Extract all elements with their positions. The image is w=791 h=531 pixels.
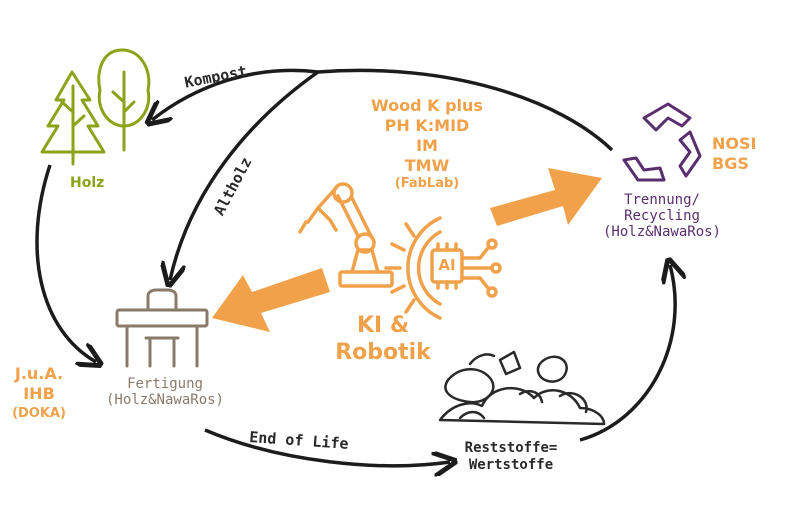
- trennung-line1: Trennung/: [624, 192, 700, 208]
- node-label-holz: Holz: [70, 175, 105, 191]
- waste-pile-icon: [438, 350, 606, 426]
- center-partners: Wood K plus PH K:MID IM TMW (FabLab): [352, 96, 502, 192]
- partner-wood-k-plus: Wood K plus: [371, 96, 483, 115]
- partner-ihb: IHB: [23, 384, 55, 403]
- arrow-kompost: [152, 68, 319, 120]
- orange-arrow-to-fertigung: [212, 268, 330, 332]
- center-label-line2: Robotik: [335, 340, 431, 365]
- recycle-icon: [622, 102, 702, 182]
- partner-jua: J.u.A.: [14, 364, 64, 383]
- node-label-reststoffe: Reststoffe= Wertstoffe: [446, 440, 576, 474]
- robot-arm-icon: [298, 182, 394, 288]
- arrow-reststoffe-to-trennung: [579, 265, 675, 442]
- partner-bgs: BGS: [712, 154, 749, 173]
- fertigung-line1: Fertigung: [127, 376, 203, 392]
- node-label-trennung: Trennung/ Recycling (Holz&NawaRos): [572, 192, 752, 240]
- arrow-trennung-to-top: [317, 68, 614, 152]
- arrow-holz-to-fertigung: [35, 164, 96, 362]
- trennung-line3: (Holz&NawaRos): [602, 224, 721, 240]
- ai-chip-label: AI: [438, 256, 456, 274]
- arrow-altholz: [170, 70, 320, 280]
- ai-gear-icon: [384, 216, 502, 320]
- reststoffe-line1: Reststoffe=: [464, 440, 558, 456]
- trennung-line2: Recycling: [624, 208, 700, 224]
- node-label-fertigung: Fertigung (Holz&NawaRos): [80, 376, 250, 408]
- trennung-partners: NOSI BGS: [712, 134, 756, 174]
- arrow-end-of-life: [204, 428, 450, 466]
- partner-fablab: (FabLab): [394, 176, 460, 191]
- center-label-line1: KI &: [356, 313, 410, 338]
- partner-doka: (DOKA): [12, 406, 66, 421]
- orange-arrow-to-trennung: [490, 168, 602, 226]
- center-label: KI & Robotik: [318, 312, 448, 366]
- partner-im: IM: [416, 136, 438, 155]
- fertigung-line2: (Holz&NawaRos): [105, 392, 224, 408]
- fertigung-partners: J.u.A. IHB (DOKA): [4, 364, 74, 424]
- partner-tmw: TMW: [404, 156, 450, 175]
- trees-icon: [40, 48, 151, 166]
- partner-nosi: NOSI: [712, 134, 757, 153]
- reststoffe-line2: Wertstoffe: [468, 457, 554, 473]
- desk-icon: [115, 288, 209, 368]
- partner-ph-kmid: PH K:MID: [384, 116, 470, 135]
